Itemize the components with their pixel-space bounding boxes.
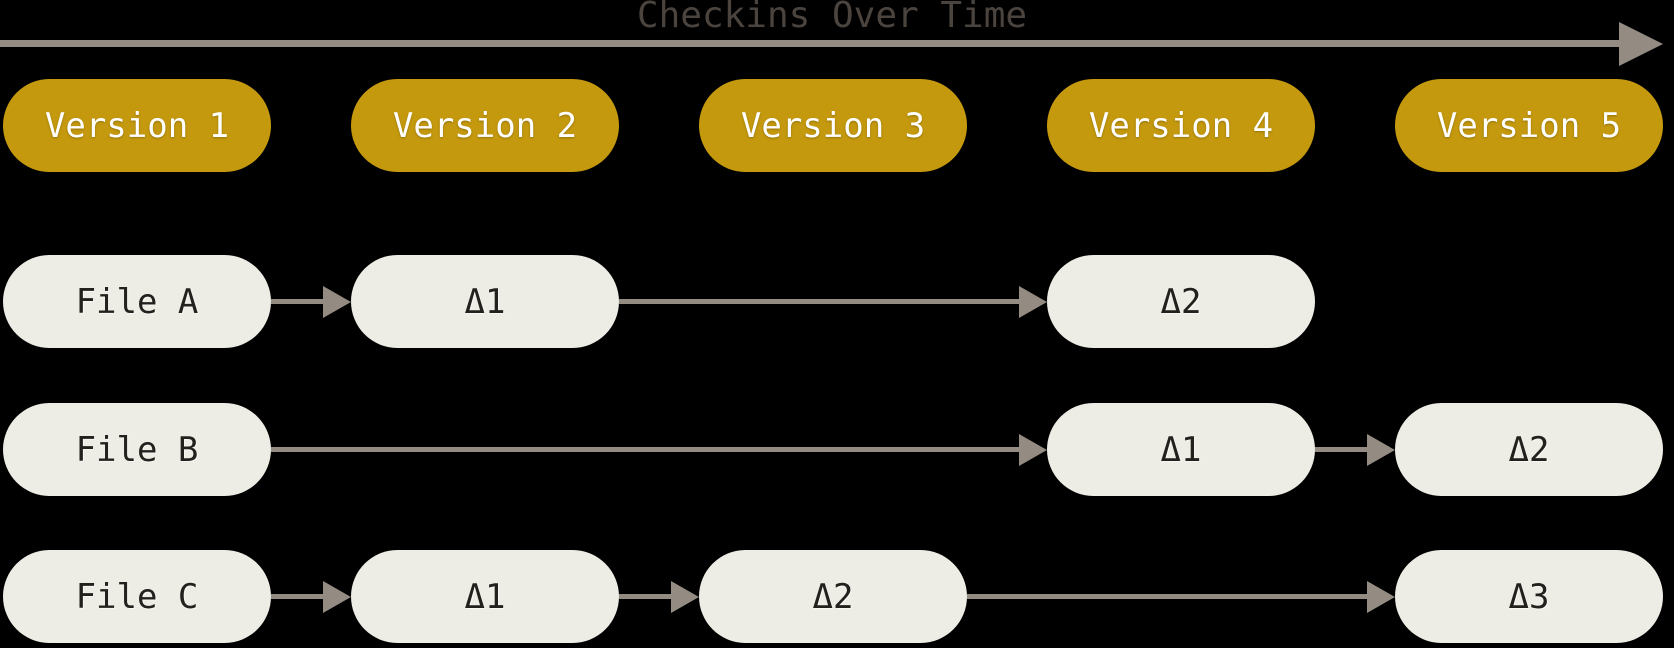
delta-pill: Δ1 [351, 255, 619, 348]
flow-arrowhead-icon [323, 580, 351, 613]
file-pill-b: File B [3, 403, 271, 496]
file-pill-a: File A [3, 255, 271, 348]
flow-arrowhead-icon [1019, 433, 1047, 466]
flow-arrowhead-icon [1367, 580, 1395, 613]
version-pill-4: Version 4 [1047, 79, 1315, 172]
version-pill-2: Version 2 [351, 79, 619, 172]
flow-arrow [619, 594, 675, 599]
delta-pill: Δ1 [1047, 403, 1315, 496]
diagram-title: Checkins Over Time [636, 0, 1028, 36]
flow-arrow [619, 299, 1023, 304]
flow-arrowhead-icon [671, 580, 699, 613]
flow-arrow [271, 594, 327, 599]
version-pill-5: Version 5 [1395, 79, 1663, 172]
delta-pill: Δ2 [1047, 255, 1315, 348]
flow-arrow [967, 594, 1371, 599]
timeline-arrowhead-icon [1619, 22, 1663, 66]
flow-arrowhead-icon [323, 285, 351, 318]
delta-pill: Δ1 [351, 550, 619, 643]
file-pill-c: File C [3, 550, 271, 643]
flow-arrow [271, 299, 327, 304]
version-pill-3: Version 3 [699, 79, 967, 172]
flow-arrowhead-icon [1019, 285, 1047, 318]
delta-pill: Δ2 [699, 550, 967, 643]
flow-arrowhead-icon [1367, 433, 1395, 466]
timeline-arrow [0, 40, 1622, 47]
delta-pill: Δ2 [1395, 403, 1663, 496]
delta-pill: Δ3 [1395, 550, 1663, 643]
flow-arrow [271, 447, 1023, 452]
flow-arrow [1315, 447, 1371, 452]
version-pill-1: Version 1 [3, 79, 271, 172]
